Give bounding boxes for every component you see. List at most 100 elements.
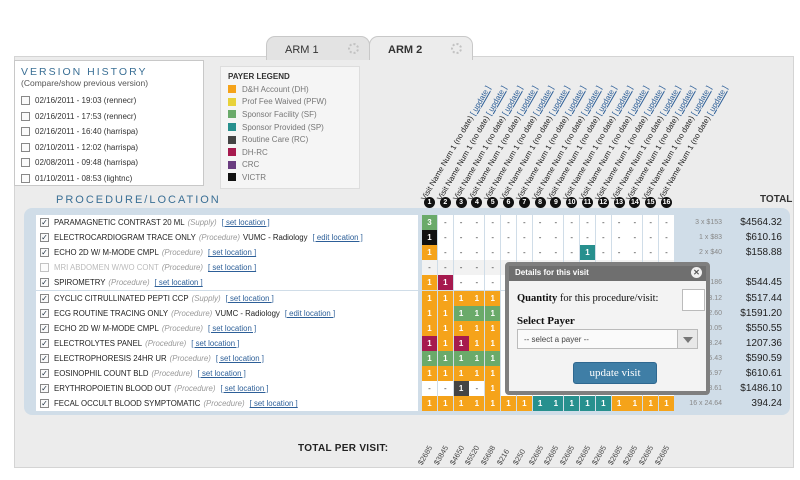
location-link[interactable]: [ set location ] [197, 369, 246, 378]
visit-cell[interactable]: - [501, 215, 516, 230]
visit-cell[interactable]: - [595, 245, 611, 261]
visit-cell[interactable]: 1 [485, 381, 501, 397]
payer-select[interactable]: -- select a payer -- [517, 329, 698, 349]
visit-cell[interactable]: - [564, 230, 580, 246]
visit-cell[interactable]: - [469, 381, 485, 397]
location-link[interactable]: [ set location ] [154, 278, 203, 288]
visit-cell[interactable]: - [485, 230, 501, 246]
visit-cell[interactable]: 1 [501, 396, 516, 412]
visit-cell[interactable]: - [437, 215, 453, 230]
visit-cell[interactable]: 1 [422, 366, 437, 381]
visit-cell[interactable]: - [501, 230, 516, 246]
version-item[interactable]: 02/10/2011 - 12:02 (harrispa) [21, 140, 197, 156]
visit-cell[interactable]: 1 [453, 366, 469, 381]
version-checkbox[interactable] [21, 173, 30, 183]
visit-cell[interactable]: 1 [659, 396, 674, 412]
visit-cell[interactable]: 1 [422, 245, 437, 261]
visit-cell[interactable]: - [485, 275, 501, 291]
version-checkbox[interactable] [21, 127, 30, 137]
visit-cell[interactable]: - [532, 230, 548, 246]
visit-cell[interactable]: - [422, 260, 437, 276]
row-checkbox[interactable]: ✓ [40, 248, 49, 258]
visit-cell[interactable]: 1 [422, 305, 437, 321]
version-item[interactable]: 02/16/2011 - 17:53 (rennecr) [21, 109, 197, 125]
visit-cell[interactable]: - [469, 245, 485, 261]
location-link[interactable]: [ set location ] [221, 218, 270, 227]
visit-cell[interactable]: 1 [453, 320, 469, 336]
visit-cell[interactable]: - [595, 215, 611, 230]
visit-cell[interactable]: - [485, 260, 501, 276]
visit-cell[interactable]: - [437, 245, 453, 261]
visit-cell[interactable]: - [485, 245, 501, 261]
row-checkbox[interactable] [40, 263, 49, 273]
visit-cell[interactable]: 1 [437, 305, 453, 321]
visit-cell[interactable]: 1 [437, 275, 453, 291]
row-checkbox[interactable]: ✓ [40, 353, 49, 363]
visit-cell[interactable]: - [422, 381, 437, 397]
update-visit-button[interactable]: update visit [573, 362, 657, 384]
visit-cell[interactable]: - [643, 230, 659, 246]
chevron-down-icon[interactable] [677, 330, 697, 348]
visit-cell[interactable]: - [643, 245, 659, 261]
visit-cell[interactable]: - [627, 230, 643, 246]
visit-cell[interactable]: 1 [453, 335, 469, 351]
location-link[interactable]: [ set location ] [225, 293, 274, 303]
visit-cell[interactable]: - [659, 245, 674, 261]
visit-cell[interactable]: 1 [453, 350, 469, 366]
version-checkbox[interactable] [21, 111, 30, 121]
visit-cell[interactable]: 1 [564, 396, 580, 412]
tab-arm2[interactable]: ARM 2 [369, 36, 473, 60]
visit-cell[interactable]: - [469, 230, 485, 246]
visit-cell[interactable]: - [532, 215, 548, 230]
row-checkbox[interactable]: ✓ [40, 399, 49, 409]
version-item[interactable]: 01/10/2011 - 08:53 (lightnc) [21, 171, 197, 187]
location-link[interactable]: [ set location ] [208, 263, 257, 273]
visit-cell[interactable]: 1 [469, 320, 485, 336]
visit-cell[interactable]: - [611, 230, 627, 246]
visit-cell[interactable]: - [469, 275, 485, 291]
version-item[interactable]: 02/08/2011 - 09:48 (harrispa) [21, 155, 197, 171]
visit-cell[interactable]: 1 [437, 335, 453, 351]
visit-cell[interactable]: - [627, 215, 643, 230]
visit-cell[interactable]: 3 [422, 215, 437, 230]
visit-cell[interactable]: - [453, 275, 469, 291]
location-link[interactable]: [ set location ] [208, 323, 257, 333]
visit-cell[interactable]: 1 [485, 366, 501, 381]
visit-cell[interactable]: 1 [422, 396, 437, 412]
gear-icon[interactable] [451, 43, 462, 54]
row-checkbox[interactable]: ✓ [40, 293, 49, 303]
visit-cell[interactable]: 1 [485, 290, 501, 306]
row-checkbox[interactable]: ✓ [40, 278, 49, 288]
visit-cell[interactable]: 1 [422, 320, 437, 336]
visit-cell[interactable]: - [453, 245, 469, 261]
visit-cell[interactable]: 1 [437, 290, 453, 306]
row-checkbox[interactable]: ✓ [40, 338, 49, 348]
visit-cell[interactable]: - [437, 381, 453, 397]
visit-cell[interactable]: - [437, 260, 453, 276]
quantity-input[interactable] [682, 289, 705, 311]
visit-cell[interactable]: 1 [422, 350, 437, 366]
tab-arm1[interactable]: ARM 1 [266, 36, 370, 60]
visit-cell[interactable]: 1 [485, 350, 501, 366]
visit-cell[interactable]: 1 [469, 290, 485, 306]
visit-cell[interactable]: 1 [437, 366, 453, 381]
visit-cell[interactable]: 1 [437, 320, 453, 336]
visit-cell[interactable]: - [627, 245, 643, 261]
location-link[interactable]: [ set location ] [249, 399, 298, 409]
location-link[interactable]: [ set location ] [208, 248, 257, 258]
location-link[interactable]: [ set location ] [220, 384, 269, 394]
visit-cell[interactable]: - [611, 215, 627, 230]
visit-cell[interactable]: - [643, 215, 659, 230]
row-checkbox[interactable]: ✓ [40, 218, 49, 227]
visit-cell[interactable]: 1 [469, 350, 485, 366]
row-checkbox[interactable]: ✓ [40, 233, 49, 243]
visit-cell[interactable]: 1 [627, 396, 643, 412]
visit-cell[interactable]: 1 [580, 396, 595, 412]
visit-cell[interactable]: - [516, 230, 532, 246]
visit-cell[interactable]: 1 [422, 335, 437, 351]
visit-cell[interactable]: - [548, 215, 564, 230]
visit-cell[interactable]: 1 [611, 396, 627, 412]
row-checkbox[interactable]: ✓ [40, 369, 49, 378]
close-icon[interactable]: ✕ [691, 267, 702, 278]
visit-cell[interactable]: 1 [469, 396, 485, 412]
